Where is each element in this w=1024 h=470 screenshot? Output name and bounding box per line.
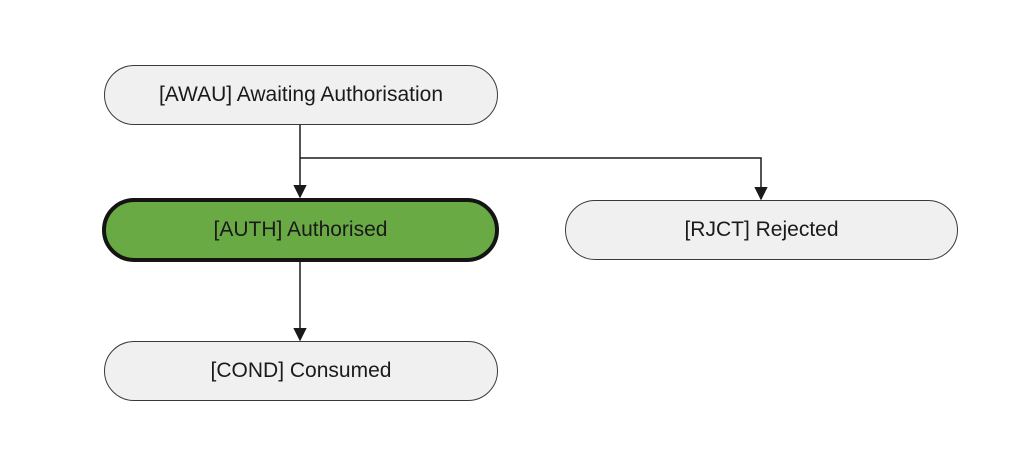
status-node-rejected: [RJCT] Rejected xyxy=(565,200,958,260)
status-node-label: [COND] Consumed xyxy=(210,359,392,382)
status-node-authorised: [AUTH] Authorised xyxy=(102,198,499,262)
status-node-label: [AWAU] Awaiting Authorisation xyxy=(158,83,444,106)
status-node-label: [AUTH] Authorised xyxy=(213,218,388,241)
connector-awaiting-to-rejected xyxy=(300,157,768,201)
status-node-label: [RJCT] Rejected xyxy=(684,218,839,241)
status-node-consumed: [COND] Consumed xyxy=(104,341,498,401)
status-node-awaiting-authorisation: [AWAU] Awaiting Authorisation xyxy=(104,65,498,125)
